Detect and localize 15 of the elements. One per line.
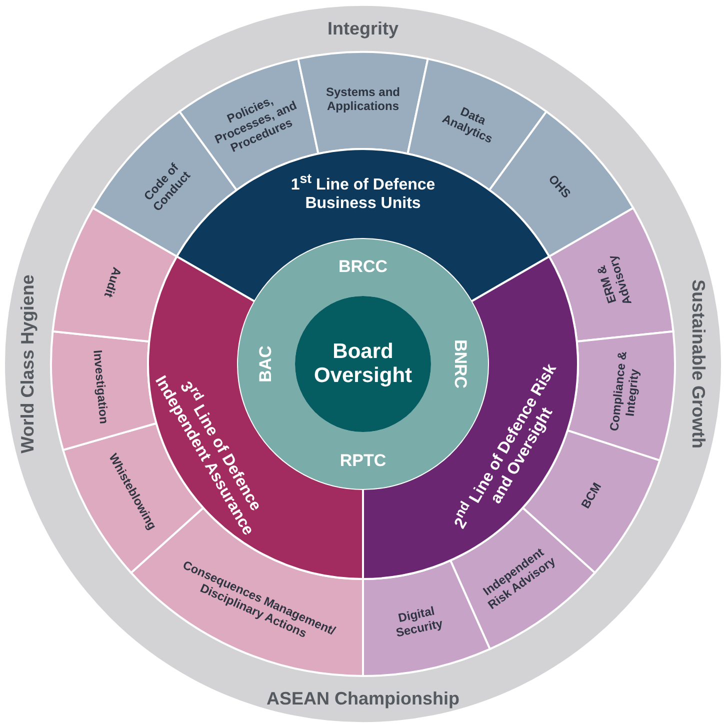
ring-label: Integrity (326, 18, 400, 40)
sector-heading: 1$^{st}$ Line of Defence Business Units (290, 170, 436, 214)
segment-label: Investigation (90, 348, 111, 426)
segment-label: Compliance & Integrity (608, 350, 642, 433)
ring-label: Sustainable Growth (688, 278, 708, 451)
ring-label: ASEAN Championship (265, 688, 460, 710)
segment-label: Systems and Applications (324, 86, 402, 114)
committee-label: BAC (256, 344, 276, 384)
committee-label: RPTC (338, 451, 388, 471)
committee-label: BRCC (337, 257, 389, 277)
ring-label: World Class Hygiene (18, 274, 38, 456)
segment-label: Audit (100, 264, 126, 302)
segment-label: Digital Security (394, 602, 445, 642)
center-title: Board Oversight (312, 340, 414, 388)
committee-label: BNRC (450, 338, 470, 391)
